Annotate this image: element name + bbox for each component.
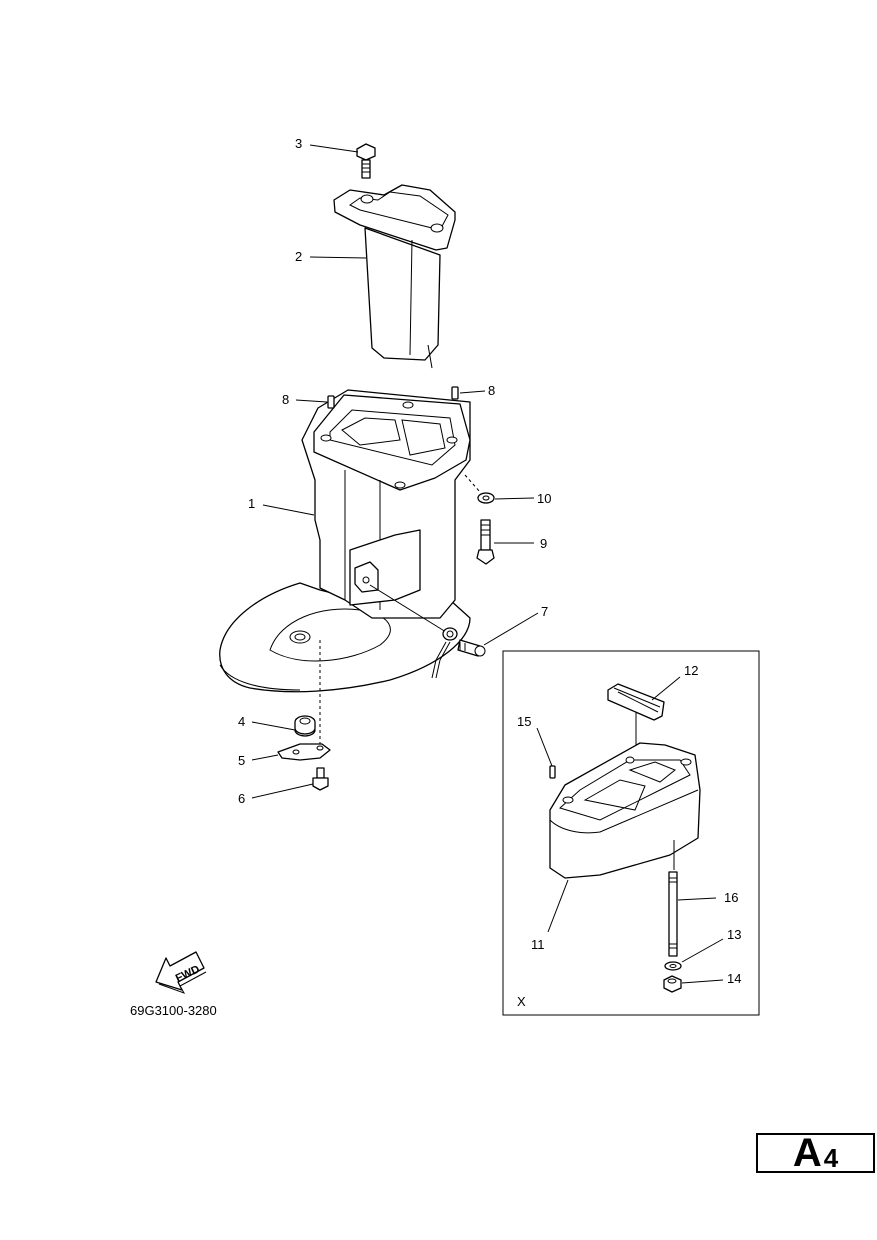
part-4-grommet [294, 715, 316, 737]
part-13-washer [664, 961, 682, 971]
part-8-dowel-pins [327, 386, 459, 409]
part-3-bolt [356, 143, 376, 179]
part-1-lower-casing [219, 389, 471, 693]
callout-16: 16 [724, 890, 738, 905]
callout-10: 10 [537, 491, 551, 506]
callout-12: 12 [684, 663, 698, 678]
leader-lines [251, 144, 539, 799]
part-11-extension [549, 742, 701, 879]
page-badge-letter: A [792, 1131, 822, 1175]
part-6-bolt [312, 767, 329, 791]
callout-14: 14 [727, 971, 741, 986]
inset-frame [502, 650, 760, 1016]
part-2-upper-casing [333, 184, 456, 369]
callout-13: 13 [727, 927, 741, 942]
fwd-arrow-icon: FWD [155, 951, 207, 994]
part-12-spacer [607, 683, 665, 760]
callout-9: 9 [540, 536, 547, 551]
callout-6: 6 [238, 791, 245, 806]
page-badge: A 4 [756, 1133, 875, 1173]
callout-2: 2 [295, 249, 302, 264]
page-badge-number: 4 [823, 1142, 839, 1173]
part-9-bolt [476, 519, 495, 565]
callout-3: 3 [295, 136, 302, 151]
part-14-nut [663, 975, 682, 993]
callout-8-left: 8 [282, 392, 289, 407]
inset-label: X [517, 994, 526, 1009]
part-7-screw [369, 584, 486, 679]
part-10-washer [464, 474, 495, 504]
part-16-stud [668, 840, 678, 957]
diagram-part-number: 69G3100-3280 [130, 1003, 217, 1018]
part-5-plate [277, 743, 331, 761]
callout-8-right: 8 [488, 383, 495, 398]
part-15-dowel [549, 765, 556, 779]
callout-5: 5 [238, 753, 245, 768]
callout-1: 1 [248, 496, 255, 511]
callout-11: 11 [531, 937, 545, 952]
inset-optional-parts: 12 15 16 13 14 11 X [502, 650, 760, 1016]
callout-labels: 3 2 8 8 1 10 9 7 4 5 6 [238, 136, 551, 806]
callout-7: 7 [541, 604, 548, 619]
callout-4: 4 [238, 714, 245, 729]
callout-15: 15 [517, 714, 531, 729]
